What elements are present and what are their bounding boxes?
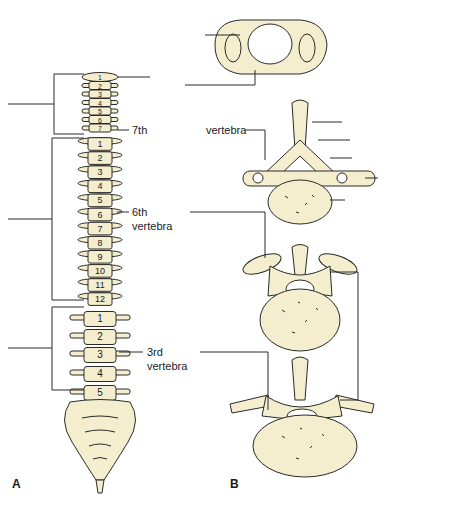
vertebral-body — [88, 293, 112, 306]
callout-number: 5 — [97, 388, 103, 398]
vertebra-label: vertebra — [206, 125, 246, 136]
spinous-process — [292, 357, 308, 400]
leader-line — [200, 352, 268, 410]
bracket-tick — [8, 104, 54, 105]
vertebral-body — [253, 415, 357, 477]
panel-letter: B — [230, 478, 239, 490]
lateral-mass — [225, 34, 241, 62]
coccyx — [96, 480, 104, 493]
leader-line — [185, 70, 255, 85]
sacrum — [64, 400, 135, 481]
leader-line — [117, 212, 129, 213]
vertebral-body — [89, 107, 111, 115]
leader-line — [190, 212, 265, 258]
leader-lines — [8, 35, 378, 410]
sacral-lines — [82, 416, 118, 459]
vertebral-body — [268, 180, 332, 224]
callout-number: 1 — [97, 140, 102, 149]
vertebral-body — [260, 289, 340, 351]
leader-line — [312, 122, 378, 200]
callout-number: 4 — [98, 99, 102, 106]
leader-line — [117, 130, 129, 131]
callout-number: 6 — [97, 210, 102, 219]
callout-number: 12 — [95, 295, 105, 304]
vertebral-body — [89, 82, 111, 90]
callout-number: 2 — [98, 82, 102, 89]
transverse-foramen — [337, 173, 347, 183]
callout-number: 2 — [97, 154, 102, 163]
ordinal-label: 3rd — [147, 347, 163, 358]
vertebral-body — [89, 99, 111, 107]
callout-number: 11 — [95, 281, 104, 290]
callout-number: 4 — [97, 369, 103, 379]
vertebra-label: vertebra — [132, 221, 172, 232]
bone-texture — [282, 428, 324, 459]
vertebral-body — [84, 312, 116, 327]
leader-line — [119, 352, 143, 353]
atlas — [82, 73, 118, 82]
vertebra-label: vertebra — [147, 361, 187, 372]
callout-number: 5 — [97, 196, 102, 205]
callout-number: 6 — [98, 116, 102, 123]
leader-line — [118, 77, 150, 78]
callout-number: 3 — [97, 350, 103, 360]
callout-number: 1 — [98, 74, 102, 81]
vertebral-body — [89, 116, 111, 124]
ordinal-label: 7th — [132, 125, 147, 136]
vertebral-body — [88, 166, 112, 179]
callout-number: 7 — [97, 224, 102, 233]
bracket — [54, 74, 84, 134]
callout-number: 3 — [98, 91, 102, 98]
callout-number: 5 — [98, 108, 102, 115]
vertebral-body — [88, 279, 112, 292]
vertebral-foramen — [282, 156, 318, 173]
vertebral-body — [88, 222, 112, 235]
callout-number: 4 — [97, 182, 102, 191]
vertebral-body — [88, 194, 112, 207]
vertebral-body — [88, 251, 112, 264]
vertebral-body — [84, 386, 116, 401]
callout-number: 3 — [97, 168, 102, 177]
leader-line — [330, 272, 358, 400]
vertebral-body — [88, 236, 112, 249]
transverse-foramen — [253, 173, 263, 183]
callout-number: 9 — [97, 252, 102, 261]
leader-line — [205, 35, 240, 36]
callout-number: 2 — [97, 332, 103, 342]
bracket-tick — [8, 348, 52, 349]
vertebral-body — [88, 265, 112, 278]
leader-line — [245, 130, 265, 160]
vertebral-body — [84, 330, 116, 345]
bracket-tick — [8, 219, 52, 220]
lateral-mass — [299, 34, 315, 62]
atlas-foramen — [248, 24, 292, 64]
vertebral-body — [88, 180, 112, 193]
vertebral-body — [88, 138, 112, 151]
callout-number: 7 — [98, 125, 102, 132]
vertebral-body — [88, 152, 112, 165]
bone-texture — [282, 302, 318, 333]
atlas — [215, 20, 327, 74]
bone-texture — [285, 195, 314, 213]
ordinal-label: 6th — [132, 207, 147, 218]
callout-number: 10 — [95, 266, 105, 275]
bracket — [52, 138, 84, 300]
vertebral-body — [88, 208, 112, 221]
callout-number: 8 — [97, 238, 102, 247]
callout-number: 1 — [97, 314, 103, 324]
vertebral-body — [84, 367, 116, 382]
vertebral-body — [89, 124, 111, 132]
bracket — [52, 307, 84, 390]
vertebral-body — [89, 90, 111, 98]
vertebral-body — [84, 348, 116, 363]
panel-letter: A — [12, 478, 21, 490]
